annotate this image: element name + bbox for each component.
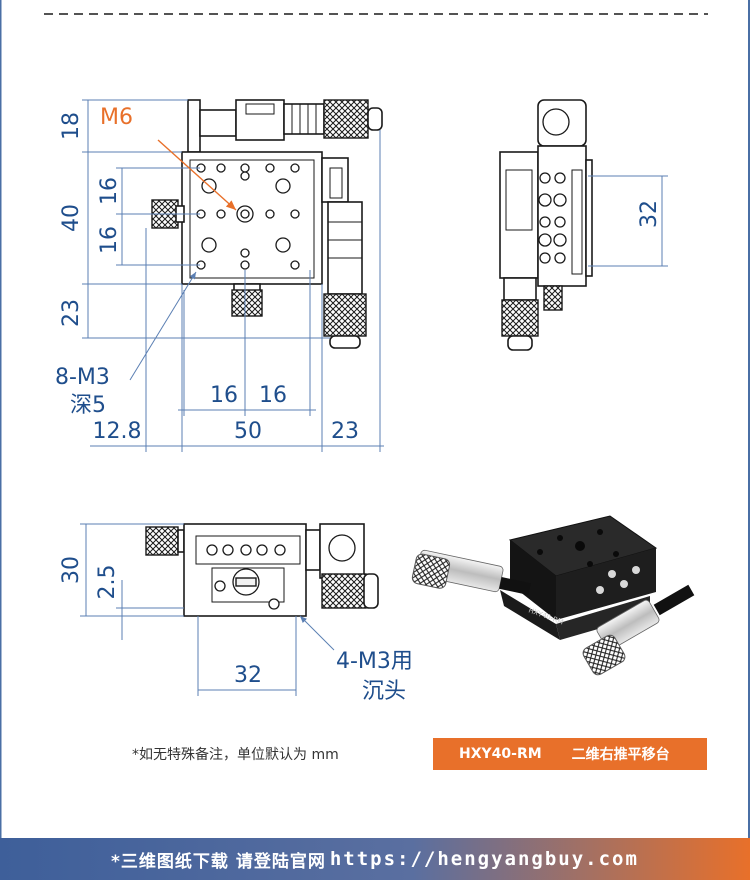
product-model: HXY40-RM [459,746,542,762]
front-view [151,99,383,349]
product-badge-bg [433,738,707,770]
dim-50: 50 [234,419,262,444]
side-dim-32: 32 [637,200,662,228]
bottom-dim-30: 30 [59,556,84,584]
dim-16-right-bottom: 16 [259,383,287,408]
side-view [499,99,668,351]
product-badge: HXY40-RM 二维右推平移台 [433,738,707,770]
unit-footnote: *如无特殊备注，单位默认为 mm [132,747,339,763]
dim-12-8: 12.8 [93,419,142,444]
footer-bg [0,838,750,880]
m6-callout: M6 [100,105,133,130]
dim-40: 40 [59,204,84,232]
bottom-dim-2-5: 2.5 [95,565,120,600]
footer-url-link[interactable]: https://hengyangbuy.com [329,848,639,870]
dim-23-bottom: 23 [331,419,359,444]
footer-label: *三维图纸下载 请登陆官网 [111,851,326,872]
mount-callout-line2: 沉头 [362,679,406,704]
dim-23-left: 23 [59,299,84,327]
download-footer: *三维图纸下载 请登陆官网 https://hengyangbuy.com [0,838,750,880]
bottom-view [80,523,379,696]
product-photo: HXY40-RM [411,515,695,676]
front-view-dimensions [82,99,384,452]
bottom-dim-32: 32 [234,663,262,688]
product-name: 二维右推平移台 [571,747,670,763]
dim-16-left-bottom: 16 [210,383,238,408]
mount-callout-line1: 4-M3用 [336,649,413,674]
hole-callout-line2: 深5 [70,393,106,418]
dim-18: 18 [59,112,84,140]
hole-callout-line1: 8-M3 [55,365,110,390]
dim-16-upper: 16 [97,177,122,205]
dim-16-lower: 16 [97,226,122,254]
